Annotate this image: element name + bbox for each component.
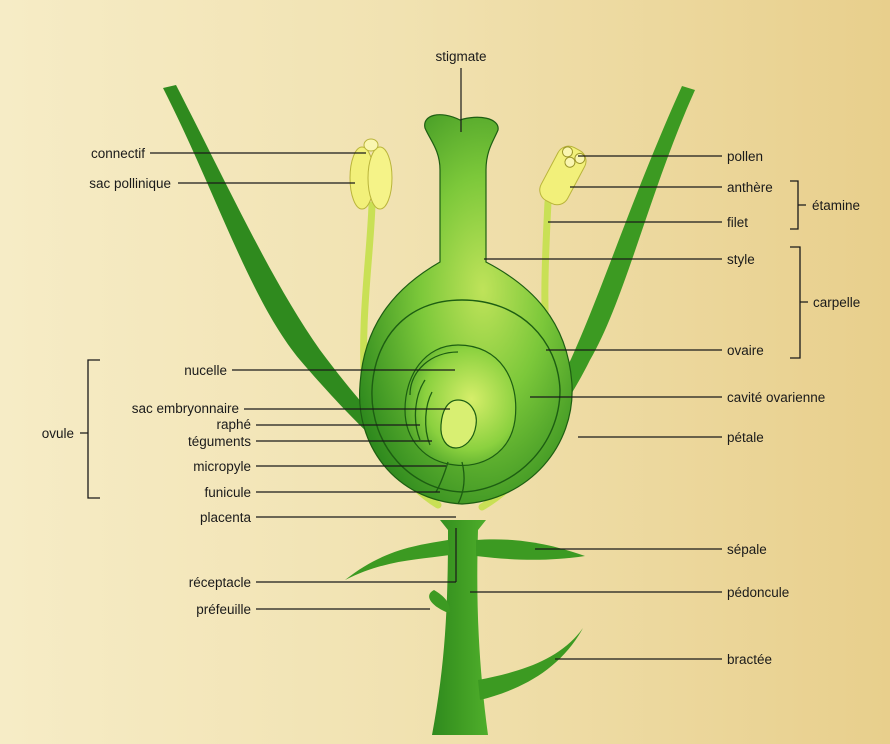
- label-receptacle: réceptacle: [189, 575, 251, 590]
- brace-carpelle: [790, 247, 808, 358]
- anther-left: [350, 139, 392, 209]
- label-prefeuille: préfeuille: [196, 602, 251, 617]
- label-teguments: téguments: [188, 434, 251, 449]
- label-nucelle: nucelle: [184, 363, 227, 378]
- label-stigmate: stigmate: [435, 49, 486, 64]
- label-etamine: étamine: [812, 198, 860, 213]
- label-raphe: raphé: [216, 417, 251, 432]
- sepal-left: [345, 540, 450, 580]
- label-micropyle: micropyle: [193, 459, 251, 474]
- label-ovule: ovule: [42, 426, 74, 441]
- brace-etamine: [790, 181, 806, 229]
- label-filet: filet: [727, 215, 748, 230]
- label-petale: pétale: [727, 430, 764, 445]
- label-connectif: connectif: [91, 146, 145, 161]
- label-pollen: pollen: [727, 149, 763, 164]
- label-carpelle: carpelle: [813, 295, 860, 310]
- bract: [478, 628, 583, 700]
- label-sepale: sépale: [727, 542, 767, 557]
- label-sac-pollinique: sac pollinique: [89, 176, 171, 191]
- label-style: style: [727, 252, 755, 267]
- label-bractee: bractée: [727, 652, 772, 667]
- brace-ovule: [80, 360, 100, 498]
- label-pedoncule: pédoncule: [727, 585, 789, 600]
- label-anthere: anthère: [727, 180, 773, 195]
- label-sac-embryonnaire: sac embryonnaire: [132, 401, 239, 416]
- anther-right: [536, 142, 591, 209]
- label-ovaire: ovaire: [727, 343, 764, 358]
- label-placenta: placenta: [200, 510, 252, 525]
- label-funicule: funicule: [204, 485, 251, 500]
- label-cavite-ovarienne: cavité ovarienne: [727, 390, 825, 405]
